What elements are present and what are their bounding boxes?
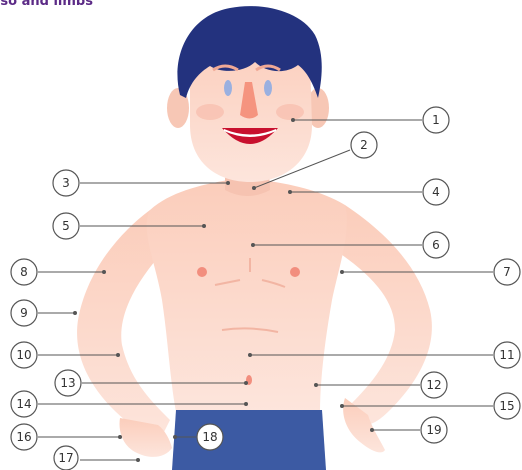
svg-text:5: 5 [62,219,70,233]
svg-text:4: 4 [432,185,440,199]
label-15: 15 [494,393,520,419]
label-19: 19 [421,417,447,443]
label-1: 1 [423,107,449,133]
label-6: 6 [423,232,449,258]
svg-text:15: 15 [499,399,514,413]
left-nipple [197,267,207,277]
label-13: 13 [55,370,81,396]
label-9: 9 [11,300,37,326]
label-11: 11 [494,342,520,368]
label-4: 4 [423,179,449,205]
right-eye [264,80,272,96]
svg-text:13: 13 [60,376,75,390]
svg-text:3: 3 [62,176,70,190]
label-7: 7 [494,259,520,285]
label-14: 14 [11,391,37,417]
right-cheek [276,104,304,120]
svg-text:9: 9 [20,306,28,320]
svg-text:12: 12 [426,378,441,392]
svg-text:8: 8 [20,265,28,279]
label-12: 12 [421,372,447,398]
label-16: 16 [11,424,37,450]
svg-text:17: 17 [58,451,73,465]
svg-text:10: 10 [16,348,31,362]
label-17: 17 [54,446,78,470]
svg-text:16: 16 [16,430,31,444]
label-10: 10 [11,342,37,368]
svg-text:14: 14 [16,397,31,411]
left-eye [224,80,232,96]
label-18: 18 [197,424,223,450]
left-cheek [196,104,224,120]
svg-text:6: 6 [432,238,440,252]
right-nipple [290,267,300,277]
right-arm [335,205,432,425]
label-8: 8 [11,259,37,285]
svg-text:2: 2 [360,138,368,152]
shorts [172,410,326,470]
svg-text:1: 1 [432,113,440,127]
label-3: 3 [53,170,79,196]
svg-text:18: 18 [202,430,217,444]
label-2: 2 [351,132,377,158]
svg-text:11: 11 [499,348,514,362]
label-5: 5 [53,213,79,239]
svg-text:19: 19 [426,423,441,437]
svg-text:7: 7 [503,265,511,279]
